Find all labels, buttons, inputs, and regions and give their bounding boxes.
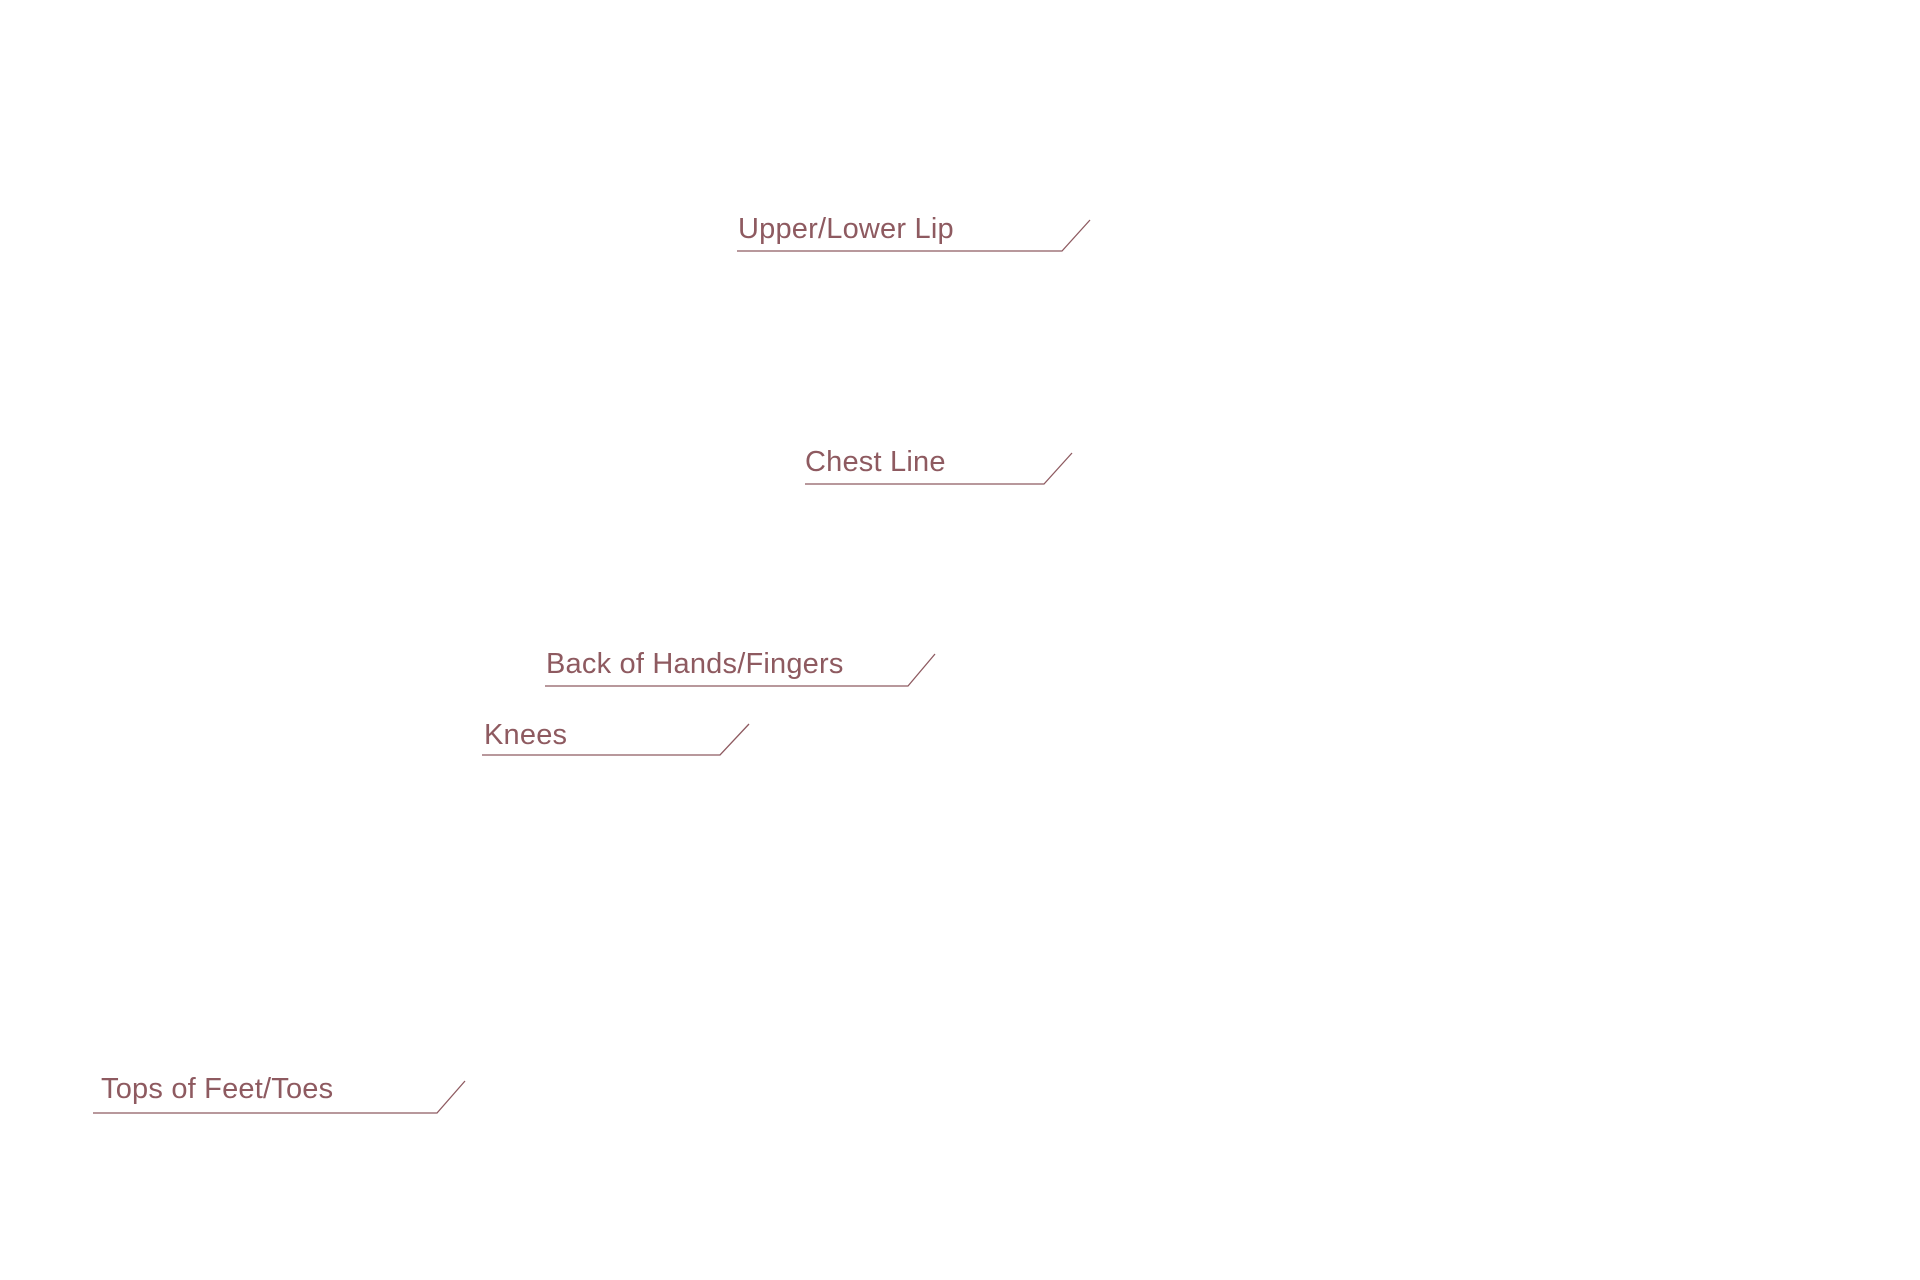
- leader-line-tops-of-feet-toes: [93, 1080, 466, 1114]
- leader-line-knees: [482, 723, 750, 756]
- label-knees: Knees: [484, 719, 568, 751]
- label-tops-of-feet-toes: Tops of Feet/Toes: [101, 1073, 334, 1105]
- label-chest-line: Chest Line: [805, 446, 946, 478]
- leader-line-chest-line: [805, 452, 1073, 485]
- leader-line-upper-lower-lip: [737, 219, 1091, 252]
- leader-line-back-of-hands-fingers: [545, 653, 936, 687]
- label-upper-lower-lip: Upper/Lower Lip: [738, 213, 954, 245]
- label-back-of-hands-fingers: Back of Hands/Fingers: [546, 648, 844, 680]
